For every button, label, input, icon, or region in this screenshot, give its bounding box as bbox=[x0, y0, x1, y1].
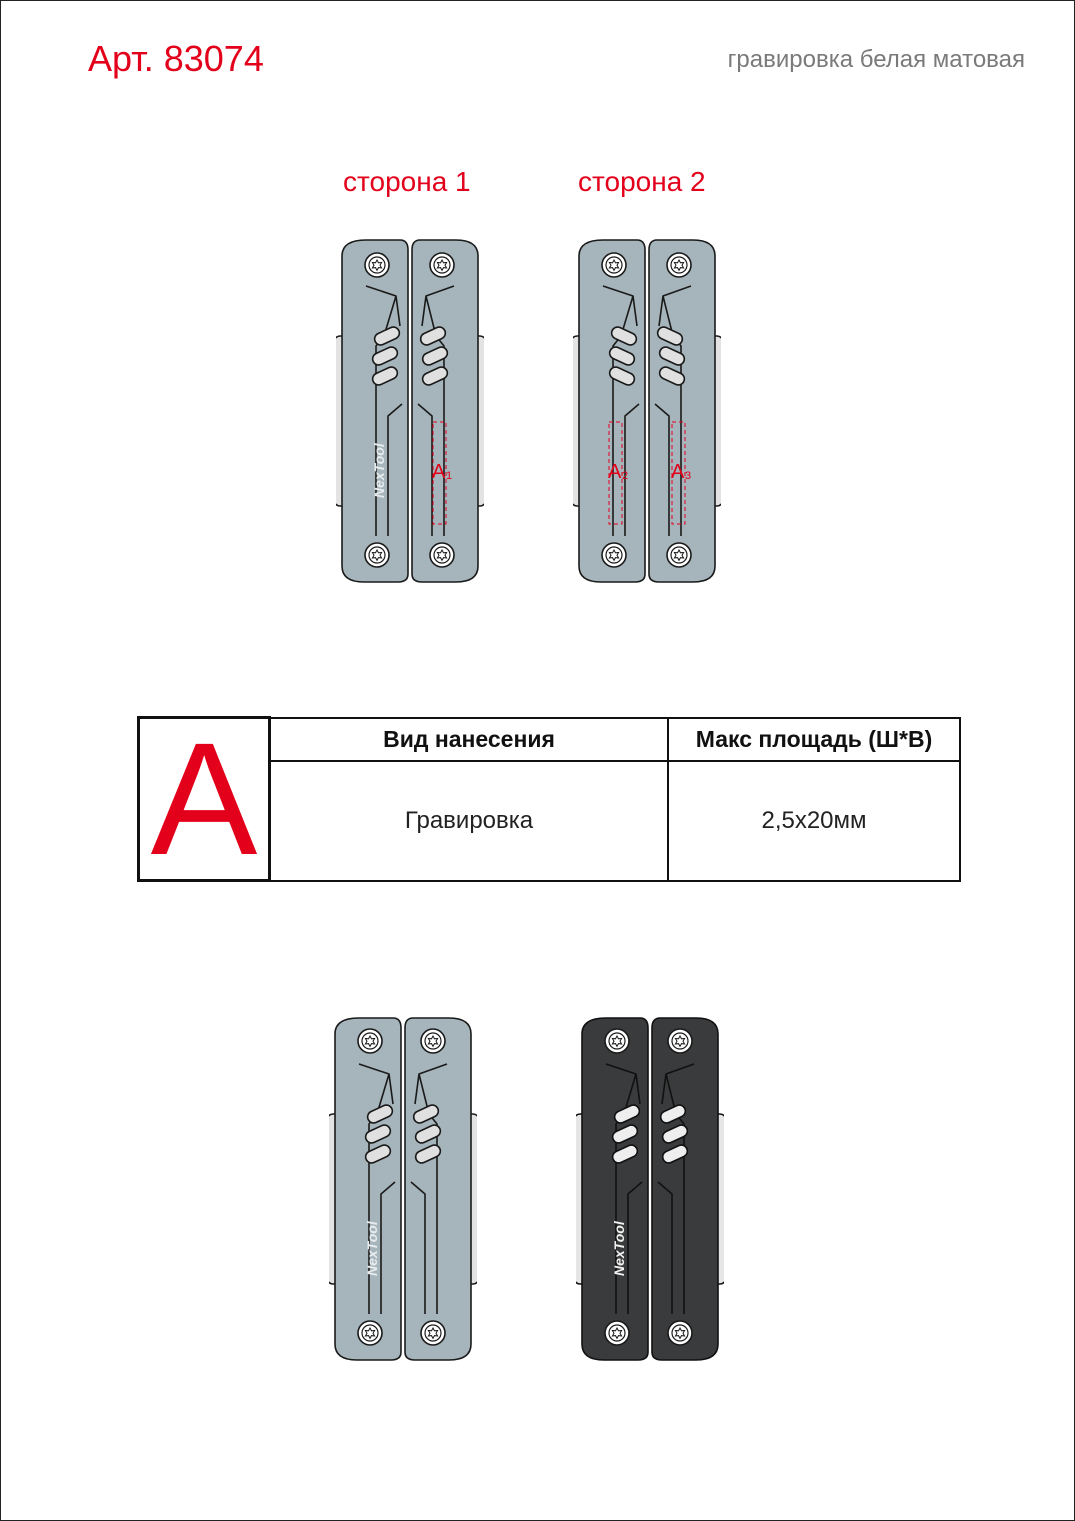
tool-side-1: NexTool A 1 bbox=[336, 239, 484, 583]
zone-a2-sub: 2 bbox=[622, 470, 628, 482]
brand-logo-text: NexTool bbox=[611, 1220, 627, 1276]
zone-a1-sub: 1 bbox=[446, 470, 452, 482]
max-area-value: 2,5x20мм bbox=[667, 759, 961, 882]
max-area-header: Макс площадь (Ш*В) bbox=[667, 716, 961, 762]
zone-a1-label: A bbox=[432, 461, 446, 483]
zone-a3-sub: 3 bbox=[685, 470, 691, 482]
engraving-zone-a2 bbox=[608, 421, 623, 525]
zone-a3-label: A bbox=[671, 461, 685, 483]
spec-table: A Вид нанесения Макс площадь (Ш*В) Грави… bbox=[137, 716, 961, 882]
tool-side-2: A 2 A 3 bbox=[573, 239, 721, 583]
zone-letter-cell: A bbox=[137, 716, 271, 882]
side-1-label: сторона 1 bbox=[343, 166, 471, 197]
application-type-value: Гравировка bbox=[268, 759, 669, 882]
engraving-zone-a1 bbox=[432, 421, 447, 525]
engraving-zone-a3 bbox=[671, 421, 686, 525]
application-method: гравировка белая матовая bbox=[727, 46, 1025, 73]
article-number: Арт. 83074 bbox=[88, 38, 264, 79]
brand-logo-text: NexTool bbox=[371, 442, 387, 498]
tool-grey-variant: NexTool bbox=[329, 1017, 477, 1361]
side-2-label: сторона 2 bbox=[578, 166, 706, 197]
application-type-header: Вид нанесения bbox=[268, 716, 669, 762]
tool-black-variant: NexTool bbox=[576, 1017, 724, 1361]
brand-logo-text: NexTool bbox=[364, 1220, 380, 1276]
zone-a2-label: A bbox=[608, 461, 622, 483]
